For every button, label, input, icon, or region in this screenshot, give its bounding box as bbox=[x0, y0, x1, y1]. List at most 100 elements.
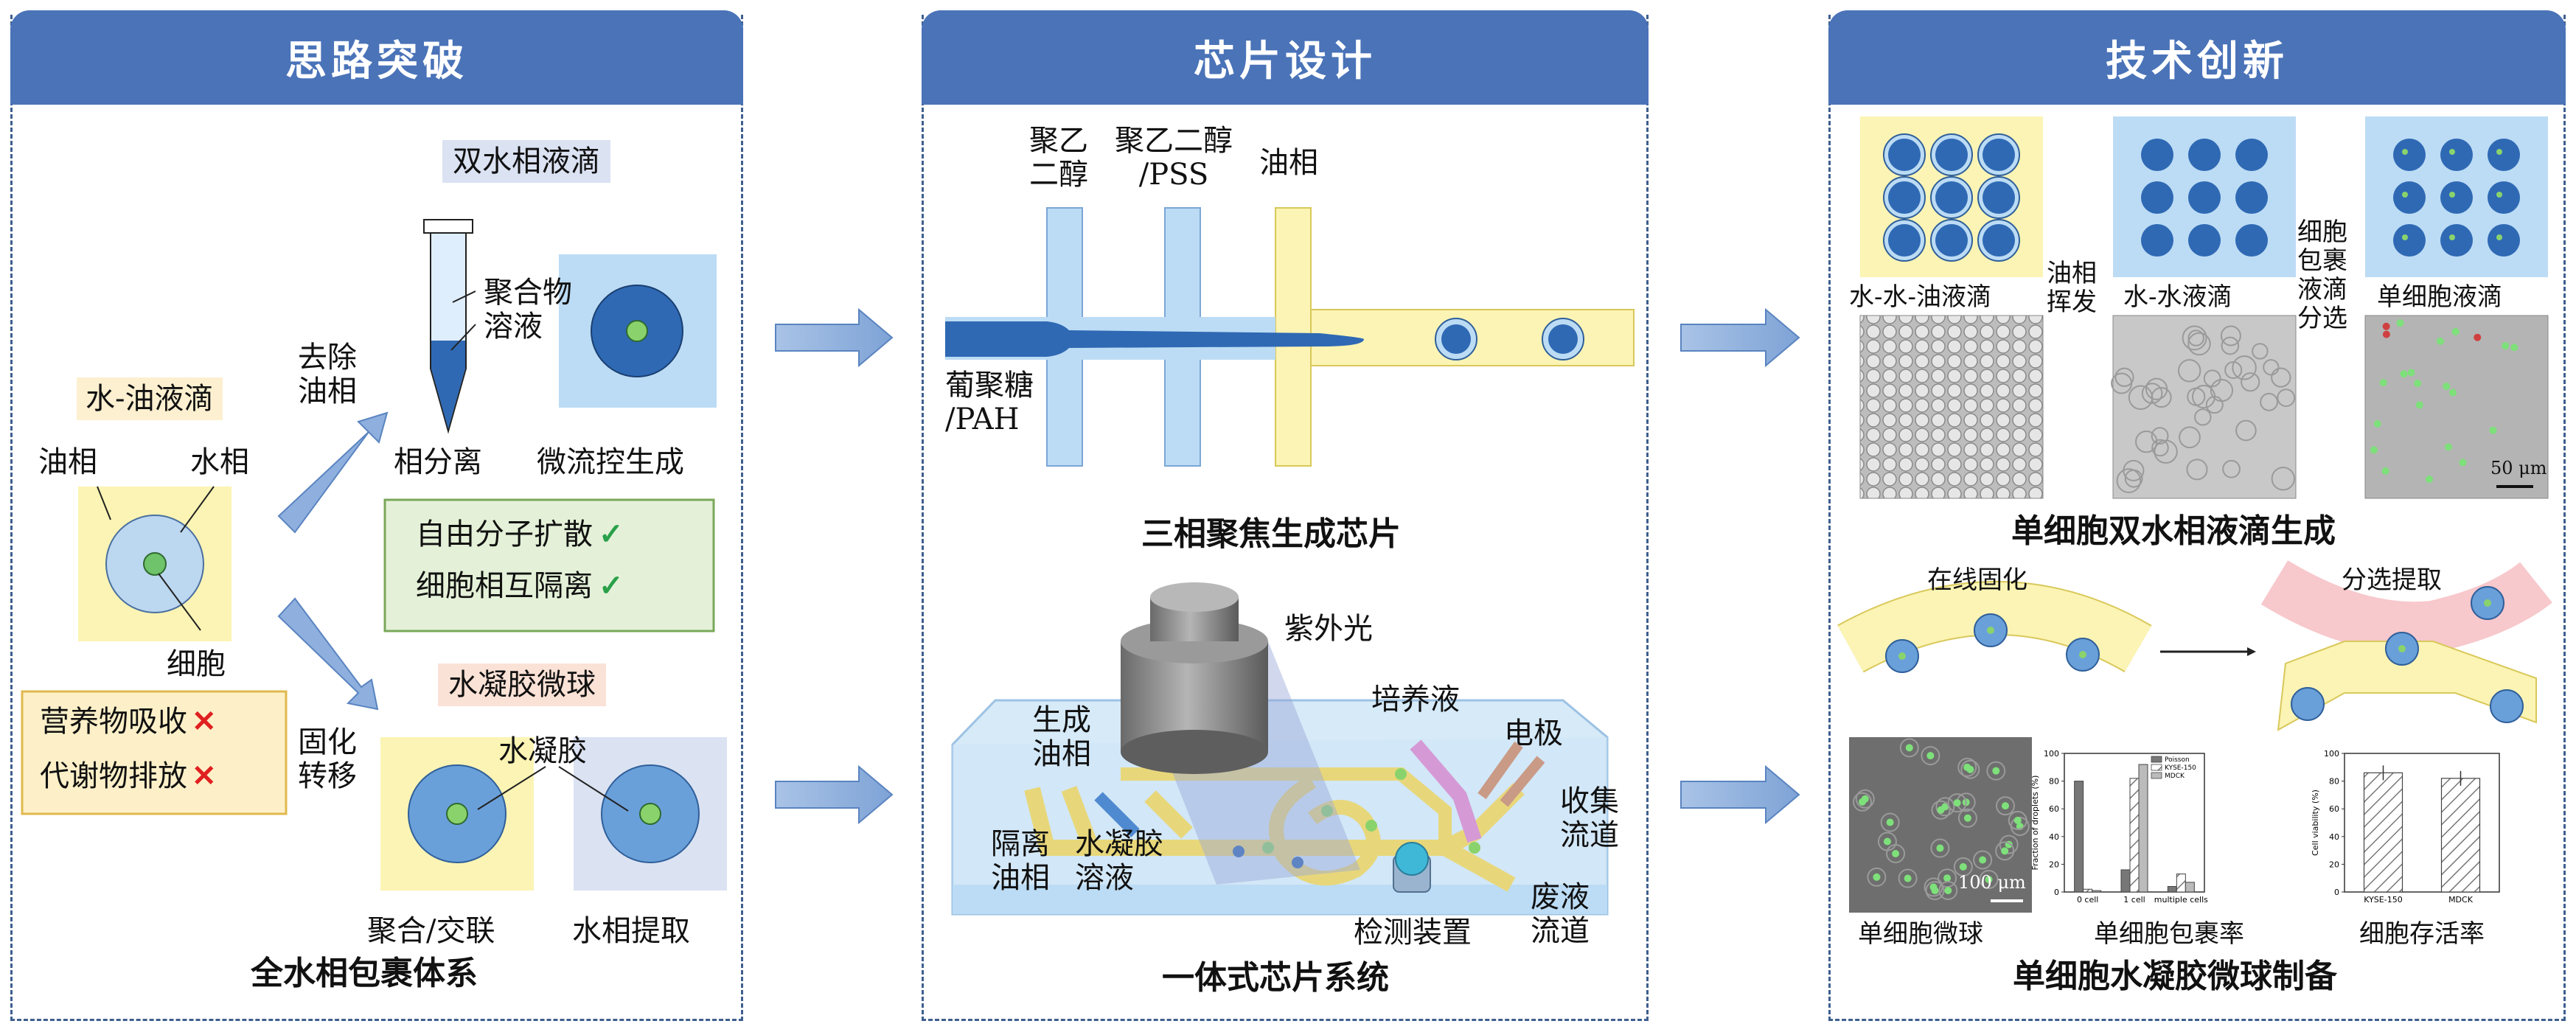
bead-outline bbox=[1880, 812, 1900, 832]
droplet-outline bbox=[2116, 468, 2142, 493]
caption-dual-aqueous-generation: 单细胞双水相液滴生成 bbox=[2011, 512, 2336, 550]
droplet-outline bbox=[2224, 361, 2243, 380]
label-solidify-transfer: 固化 转移 bbox=[298, 725, 357, 793]
droplet-outline bbox=[2128, 385, 2154, 411]
y-axis-label: Cell viability (%) bbox=[2311, 790, 2320, 856]
droplet-core bbox=[2488, 224, 2520, 257]
droplet-core bbox=[2188, 181, 2221, 214]
cell-dot bbox=[2496, 149, 2502, 155]
cell-dot bbox=[2407, 369, 2415, 377]
bead-outline bbox=[1995, 796, 2015, 816]
cons-box bbox=[21, 690, 288, 815]
bead-outline bbox=[1935, 797, 1955, 817]
bar-kyse-150 bbox=[2176, 874, 2186, 893]
cell-dot bbox=[2449, 149, 2455, 155]
cell-dot bbox=[2449, 234, 2455, 240]
label-merge-crosslink: 聚合/交联 bbox=[367, 914, 495, 948]
label-hydrogel: 水凝胶 bbox=[498, 734, 587, 768]
droplet-outline bbox=[2135, 431, 2158, 453]
bead-outline bbox=[1957, 808, 1977, 828]
label-single-cell-droplet: 单细胞液滴 bbox=[2377, 282, 2502, 312]
bead-outline bbox=[1979, 869, 1999, 889]
droplet-core bbox=[2393, 181, 2426, 214]
cell-dot bbox=[2443, 383, 2451, 391]
cell-dot bbox=[2001, 802, 2009, 810]
y-tick-label: 100 bbox=[2324, 749, 2339, 759]
label-oil-phase-chip: 油相 bbox=[1259, 146, 1318, 180]
check-icon: ✓ bbox=[599, 517, 624, 551]
bead-outline bbox=[1899, 738, 1919, 758]
cell-dot bbox=[1937, 806, 1945, 814]
header-idea-title: 思路突破 bbox=[285, 37, 468, 86]
label-oil-evaporation: 油相 挥发 bbox=[2047, 259, 2097, 318]
bead-outline bbox=[1938, 880, 1958, 900]
label-dextran: 葡聚糖 /PAH bbox=[945, 369, 1034, 436]
bead-outline bbox=[1867, 867, 1887, 887]
caption-all-aqueous: 全水相包裹体系 bbox=[251, 955, 478, 992]
label-cell: 细胞 bbox=[167, 647, 226, 681]
cell-dot bbox=[1883, 837, 1891, 846]
caption-hydrogel-prep: 单细胞水凝胶微球制备 bbox=[2013, 958, 2337, 995]
bead-outline bbox=[1931, 800, 1951, 820]
cell-dot bbox=[1944, 886, 1952, 894]
cell-dot bbox=[1963, 814, 1971, 822]
legend-swatch bbox=[2151, 772, 2162, 779]
droplet-outline bbox=[2151, 439, 2169, 457]
x-tick-label: MDCK bbox=[2448, 895, 2474, 905]
droplet-core bbox=[2141, 139, 2173, 171]
cell-dot bbox=[2415, 401, 2423, 409]
droplet-outline bbox=[2114, 367, 2134, 387]
y-tick-label: 40 bbox=[2049, 832, 2059, 842]
con-nutrient: 营养物吸收✕ bbox=[40, 705, 217, 739]
droplet-outline bbox=[2177, 359, 2201, 383]
x-tick-label: 1 cell bbox=[2123, 895, 2145, 905]
bead-outline bbox=[1886, 843, 1906, 863]
panel-chip bbox=[922, 15, 1649, 1021]
droplet-core bbox=[2235, 224, 2268, 257]
droplet-outline bbox=[2141, 383, 2163, 404]
x-tick-label: KYSE-150 bbox=[2364, 895, 2402, 905]
panel-innovation bbox=[1828, 15, 2566, 1021]
pro-cell-isolation: 细胞相互隔离✓ bbox=[416, 569, 624, 604]
cell-dot bbox=[1992, 767, 2000, 775]
cell-dot bbox=[2370, 446, 2378, 454]
legend-swatch bbox=[2151, 756, 2162, 763]
header-chip-title: 芯片设计 bbox=[1194, 37, 1376, 86]
cell-dot bbox=[2474, 333, 2482, 341]
y-axis-label: Fraction of droplets (%) bbox=[2030, 776, 2040, 871]
three-phase-focusing-chip bbox=[945, 207, 1635, 467]
bead-outline bbox=[1960, 759, 1980, 779]
label-isolate-oil: 隔离 油相 bbox=[991, 827, 1050, 895]
y-tick-label: 20 bbox=[2329, 860, 2339, 869]
droplet-core bbox=[2440, 224, 2473, 257]
droplet-core bbox=[2440, 139, 2473, 171]
droplet-outline bbox=[2232, 355, 2257, 380]
bead-outline bbox=[1930, 838, 1950, 858]
legend-label: MDCK bbox=[2165, 773, 2185, 780]
centrifuge-tube bbox=[423, 219, 476, 434]
droplet-outline bbox=[2187, 330, 2204, 346]
cell-dot bbox=[2444, 443, 2452, 451]
droplet-core bbox=[2488, 139, 2520, 171]
label-culture-medium: 培养液 bbox=[1371, 683, 1460, 717]
y-tick-label: 80 bbox=[2329, 777, 2339, 787]
droplet-core bbox=[2141, 181, 2173, 214]
y-tick-label: 100 bbox=[2044, 749, 2059, 759]
label-detector: 检测装置 bbox=[1354, 916, 1472, 949]
label-oil-phase: 油相 bbox=[38, 445, 97, 479]
y-tick-label: 60 bbox=[2049, 804, 2059, 814]
cell-dot bbox=[2396, 319, 2404, 327]
label-wwo-droplet: 水-水-油液滴 bbox=[1849, 282, 1991, 312]
droplet-outline bbox=[2260, 392, 2278, 411]
bar-mdck bbox=[2092, 890, 2102, 893]
label-oil-water-droplet: 水-油液滴 bbox=[77, 377, 223, 420]
cell-dot bbox=[2489, 426, 2497, 434]
bead-outline bbox=[1898, 868, 1918, 888]
droplet-core bbox=[1983, 181, 2015, 214]
cell-dot bbox=[2402, 234, 2408, 240]
scale-bar-50-label: 50 μm bbox=[2490, 458, 2547, 478]
label-water-extract: 水相提取 bbox=[572, 914, 690, 948]
integrated-chip-system bbox=[951, 582, 1609, 916]
droplet-outline bbox=[2277, 388, 2296, 408]
